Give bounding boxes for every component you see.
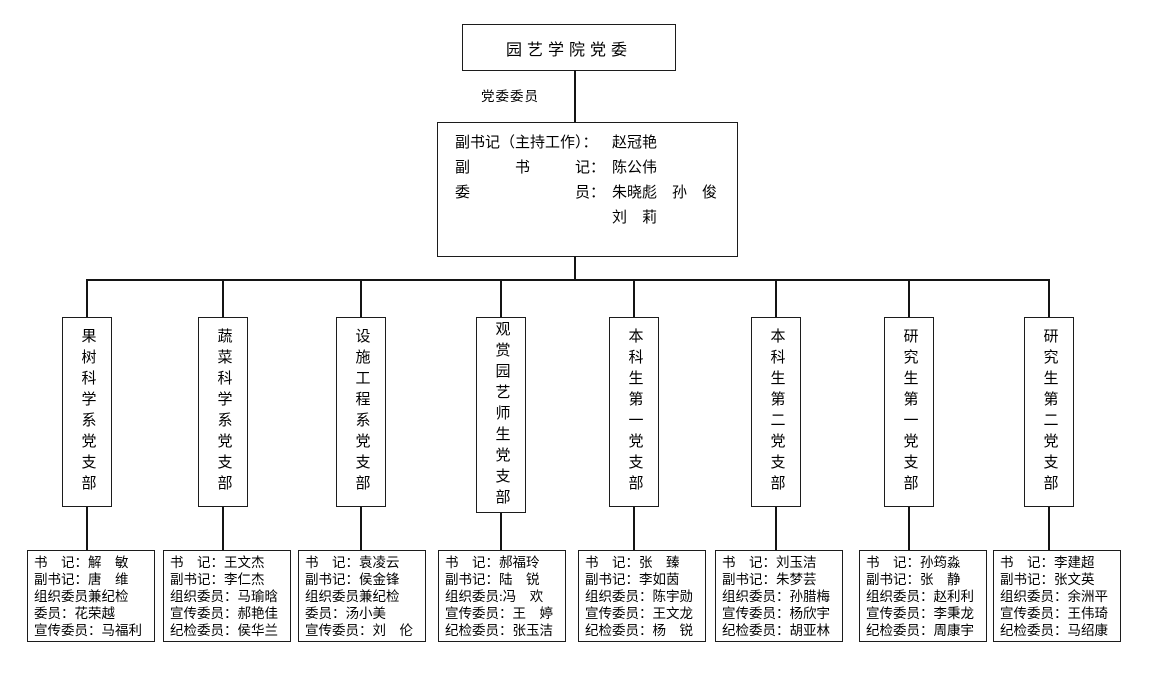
member-line: 组织委员：孙腊梅 <box>722 589 830 604</box>
member-line: 纪检委员：杨 锐 <box>585 623 693 638</box>
members-box-graduate-second: 书 记：李建超 副书记：张文英 组织委员：余洲平 宣传委员：王伟琦 纪检委员：马… <box>993 550 1121 642</box>
branch-title: 果树科学系党支部 <box>79 328 96 496</box>
connector-root-committee <box>574 70 576 123</box>
member-line: 纪检委员：张玉洁 <box>445 623 553 638</box>
connector-bus <box>86 279 1050 281</box>
member-line: 宣传委员：李秉龙 <box>866 606 974 621</box>
member-line: 组织委员：陈宇勋 <box>585 589 693 604</box>
connector-drop <box>86 507 88 551</box>
branch-title: 研究生第二党支部 <box>1041 328 1058 496</box>
committee-box: 副书记（主持工作）： 赵冠艳 副 书 记： 陈公伟 委 员： 朱晓彪 孙 俊 刘… <box>437 122 738 257</box>
connector-drop <box>222 507 224 551</box>
committee-role-value: 朱晓彪 孙 俊 <box>612 185 718 201</box>
connector-drop <box>222 279 224 318</box>
branch-box-undergrad-first: 本科生第一党支部 <box>609 317 659 507</box>
edge-label: 党委委员 <box>481 89 539 104</box>
member-line: 委员：花荣越 <box>34 606 115 621</box>
connector-drop <box>360 507 362 551</box>
members-box-fruit-science: 书 记：解 敏 副书记：唐 维 组织委员兼纪检 委员：花荣越 宣传委员：马福利 <box>27 550 155 642</box>
branch-box-vegetable-science: 蔬菜科学系党支部 <box>198 317 248 507</box>
member-line: 副书记：陆 锐 <box>445 572 540 587</box>
member-line: 组织委员：赵利利 <box>866 589 974 604</box>
committee-role-value: 赵冠艳 <box>612 135 658 151</box>
member-line: 宣传委员：郝艳佳 <box>170 606 278 621</box>
connector-drop <box>1048 507 1050 551</box>
member-line: 纪检委员：胡亚林 <box>722 623 830 638</box>
member-line: 组织委员:冯 欢 <box>445 589 544 604</box>
branch-box-facility-engineering: 设施工程系党支部 <box>336 317 386 507</box>
member-line: 副书记：李如茵 <box>585 572 680 587</box>
members-box-ornamental-horticulture: 书 记：郝福玲 副书记：陆 锐 组织委员:冯 欢 宣传委员：王 婷 纪检委员：张… <box>438 550 566 642</box>
members-box-facility-engineering: 书 记：袁凌云 副书记：侯金锋 组织委员兼纪检 委员：汤小美 宣传委员：刘 伦 <box>298 550 426 642</box>
member-line: 副书记：朱梦芸 <box>722 572 817 587</box>
member-line: 副书记：张 静 <box>866 572 961 587</box>
branch-box-graduate-first: 研究生第一党支部 <box>884 317 934 507</box>
member-line: 纪检委员：周康宇 <box>866 623 974 638</box>
connector-drop <box>775 279 777 318</box>
member-line: 宣传委员：王伟琦 <box>1000 606 1108 621</box>
committee-row: 副书记（主持工作）： 赵冠艳 <box>455 131 737 156</box>
connector-drop <box>360 279 362 318</box>
branch-box-fruit-science: 果树科学系党支部 <box>62 317 112 507</box>
member-line: 组织委员兼纪检 <box>305 589 400 604</box>
member-line: 组织委员：马瑜晗 <box>170 589 278 604</box>
members-box-graduate-first: 书 记：孙筠淼 副书记：张 静 组织委员：赵利利 宣传委员：李秉龙 纪检委员：周… <box>859 550 987 642</box>
branch-box-graduate-second: 研究生第二党支部 <box>1024 317 1074 507</box>
member-line: 宣传委员：刘 伦 <box>305 623 413 638</box>
members-box-undergrad-second: 书 记：刘玉洁 副书记：朱梦芸 组织委员：孙腊梅 宣传委员：杨欣宇 纪检委员：胡… <box>715 550 843 642</box>
branch-box-undergrad-second: 本科生第二党支部 <box>751 317 801 507</box>
branch-title: 本科生第二党支部 <box>768 328 785 496</box>
member-line: 宣传委员：王 婷 <box>445 606 553 621</box>
member-line: 宣传委员：马福利 <box>34 623 142 638</box>
member-line: 书 记：刘玉洁 <box>722 555 817 570</box>
member-line: 书 记：孙筠淼 <box>866 555 961 570</box>
branch-title: 设施工程系党支部 <box>353 328 370 496</box>
members-box-vegetable-science: 书 记：王文杰 副书记：李仁杰 组织委员：马瑜晗 宣传委员：郝艳佳 纪检委员：侯… <box>163 550 291 642</box>
member-line: 委员：汤小美 <box>305 606 386 621</box>
member-line: 纪检委员：侯华兰 <box>170 623 278 638</box>
member-line: 宣传委员：王文龙 <box>585 606 693 621</box>
committee-row: 副 书 记： 陈公伟 <box>455 156 737 181</box>
connector-drop <box>86 279 88 318</box>
member-line: 书 记：解 敏 <box>34 555 129 570</box>
connector-drop <box>500 513 502 551</box>
connector-drop <box>633 507 635 551</box>
member-line: 副书记：张文英 <box>1000 572 1095 587</box>
committee-role-value: 陈公伟 <box>612 160 658 176</box>
committee-role-label <box>455 206 612 231</box>
connector-drop <box>908 279 910 318</box>
root-title: 园艺学院党委 <box>505 41 632 59</box>
member-line: 组织委员：余洲平 <box>1000 589 1108 604</box>
member-line: 书 记：王文杰 <box>170 555 265 570</box>
member-line: 书 记：张 臻 <box>585 555 680 570</box>
member-line: 书 记：郝福玲 <box>445 555 540 570</box>
connector-drop <box>500 279 502 318</box>
members-box-undergrad-first: 书 记：张 臻 副书记：李如茵 组织委员：陈宇勋 宣传委员：王文龙 纪检委员：杨… <box>578 550 706 642</box>
connector-drop <box>633 279 635 318</box>
committee-role-label: 委 员： <box>455 185 606 201</box>
connector-drop <box>775 507 777 551</box>
committee-row: 刘 莉 <box>455 206 737 231</box>
branch-title: 研究生第一党支部 <box>901 328 918 496</box>
member-line: 纪检委员：马绍康 <box>1000 623 1108 638</box>
connector-drop <box>1048 279 1050 318</box>
member-line: 书 记：袁凌云 <box>305 555 400 570</box>
branch-title: 蔬菜科学系党支部 <box>215 328 232 496</box>
committee-row: 委 员： 朱晓彪 孙 俊 <box>455 181 737 206</box>
branch-title: 本科生第一党支部 <box>626 328 643 496</box>
committee-role-value: 刘 莉 <box>612 210 658 226</box>
connector-drop <box>908 507 910 551</box>
member-line: 宣传委员：杨欣宇 <box>722 606 830 621</box>
connector-committee-bus <box>574 256 576 280</box>
root-box: 园艺学院党委 <box>462 24 676 71</box>
member-line: 书 记：李建超 <box>1000 555 1095 570</box>
member-line: 副书记：李仁杰 <box>170 572 265 587</box>
member-line: 副书记：侯金锋 <box>305 572 400 587</box>
member-line: 副书记：唐 维 <box>34 572 129 587</box>
branch-title: 观赏园艺师生党支部 <box>493 320 510 510</box>
committee-role-label: 副 书 记： <box>455 160 606 176</box>
branch-box-ornamental-horticulture: 观赏园艺师生党支部 <box>476 317 526 513</box>
member-line: 组织委员兼纪检 <box>34 589 129 604</box>
committee-role-label: 副书记（主持工作）： <box>455 135 598 151</box>
